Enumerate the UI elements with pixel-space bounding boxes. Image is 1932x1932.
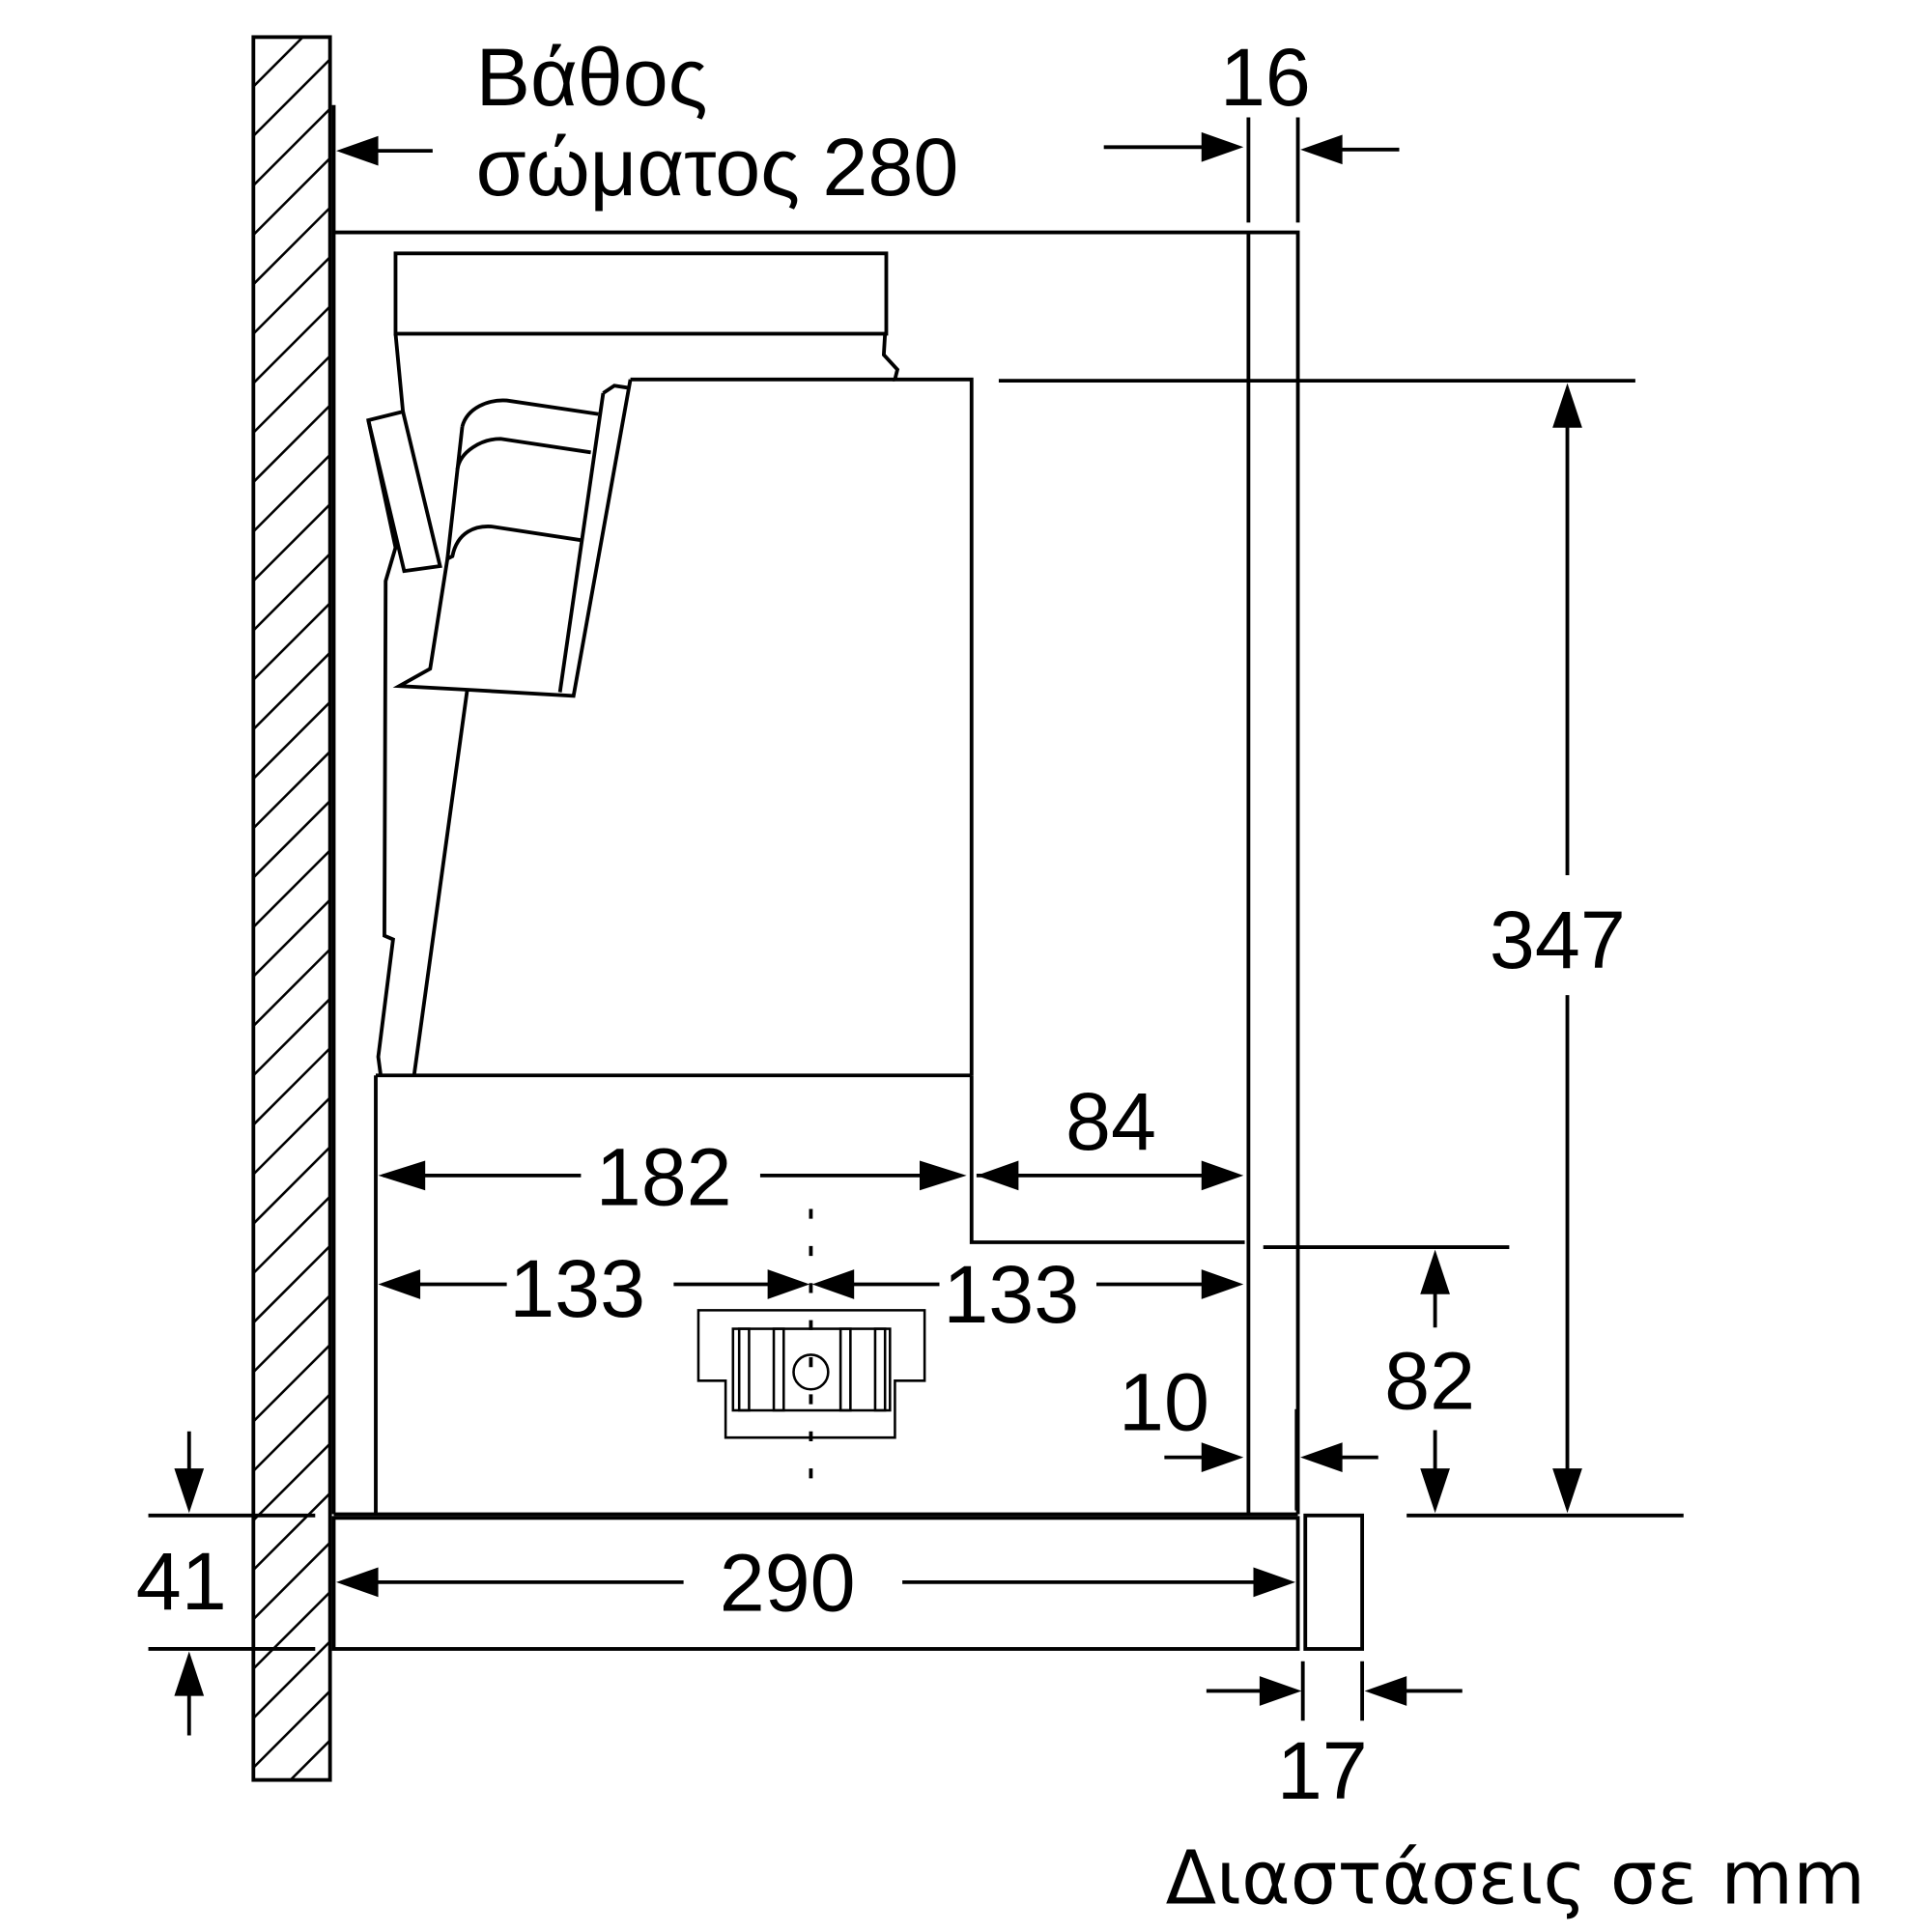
hatch-line (253, 256, 330, 335)
hatch-line (253, 1442, 330, 1521)
hatch-line (253, 553, 330, 632)
dim-182: 182 (596, 1132, 732, 1223)
dim-82: 82 (1384, 1336, 1475, 1427)
hatch-line (253, 156, 330, 237)
hatch-line (253, 305, 330, 384)
hatch-line (253, 1542, 330, 1621)
hood-body (366, 251, 1245, 1515)
dim-133-left: 133 (509, 1243, 645, 1334)
hatch-line (253, 602, 330, 681)
hatch-line (253, 1591, 330, 1670)
hatch-line (253, 1146, 330, 1225)
dim-84: 84 (1065, 1076, 1156, 1167)
hatch-line (253, 1244, 330, 1324)
hatch-line (253, 1393, 330, 1472)
depth-label-line1: Βάθος (476, 32, 708, 123)
dim-17: 17 (1277, 1725, 1368, 1816)
hatch-line (253, 1344, 330, 1423)
hatch-line (253, 1690, 330, 1769)
hatch-line (253, 1492, 330, 1571)
hatch-line (253, 1294, 330, 1374)
hatch-line (253, 1790, 329, 1866)
hatch-line (253, 948, 330, 1027)
hatch-line (253, 800, 330, 879)
hatch-line (253, 503, 330, 582)
hatch-line (253, 58, 330, 137)
hatch-line (253, 37, 305, 88)
hatch-line (253, 107, 330, 186)
hatch-line (253, 404, 330, 483)
dim-41: 41 (136, 1536, 227, 1627)
hatch-line (253, 1640, 330, 1719)
hatch-line (253, 898, 330, 978)
fan-motor-unit (696, 1208, 926, 1490)
hatch-line (253, 1096, 330, 1176)
hatch-line (253, 700, 330, 781)
hatch-line (253, 355, 330, 434)
hatch-line (253, 1047, 330, 1126)
hatch-line (253, 651, 330, 730)
dim-347: 347 (1490, 895, 1626, 985)
hatch-line (253, 37, 256, 39)
hatch-line (253, 998, 330, 1077)
depth-label-line2: σώματος 280 (476, 122, 959, 213)
dim-290: 290 (720, 1537, 856, 1628)
hatch-line (253, 207, 330, 286)
hatch-line (253, 453, 330, 533)
hatch-line (253, 849, 330, 928)
dim-10: 10 (1119, 1356, 1209, 1447)
dim-133-right: 133 (943, 1249, 1079, 1340)
units-note: Διαστάσεις σε mm (1166, 1836, 1865, 1922)
cabinet-outline (331, 104, 1365, 1651)
dimension-lines (148, 117, 1684, 1736)
hatch-line (253, 751, 330, 830)
dim-16: 16 (1220, 32, 1311, 123)
wall-hatched (251, 35, 332, 1866)
hatch-line (253, 1195, 330, 1274)
